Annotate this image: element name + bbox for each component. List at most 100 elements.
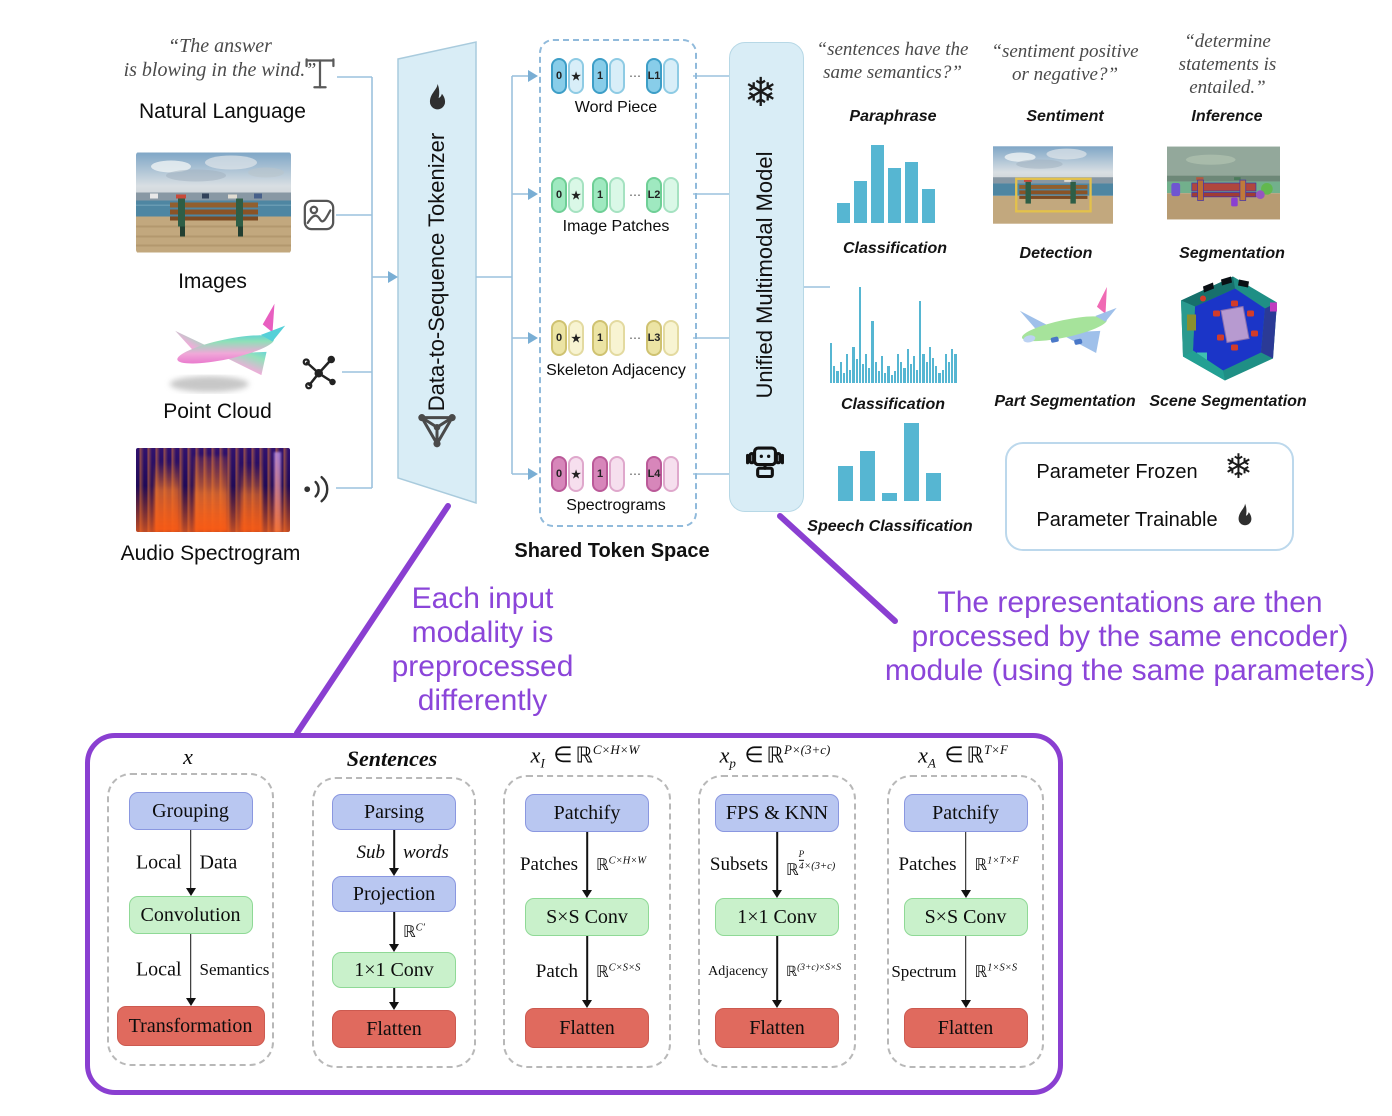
spectrogram-streak-2 bbox=[194, 456, 228, 532]
step-convolution: Convolution bbox=[128, 896, 253, 934]
scene-segmentation-image bbox=[1173, 272, 1283, 385]
audio-icon bbox=[300, 472, 336, 504]
paraphrase-chart bbox=[837, 145, 935, 223]
connector-subwords: Sub words bbox=[314, 830, 474, 876]
annotation-left: Each input modality is preprocessed diff… bbox=[391, 582, 574, 717]
spectrogram-streak-3 bbox=[240, 464, 262, 532]
sentiment-quote: “sentiment positive or negative?” bbox=[991, 41, 1139, 85]
task-inference: Inference bbox=[1191, 108, 1263, 125]
natural-language-quote: “The answer is blowing in the wind.” bbox=[123, 35, 317, 81]
legend-trainable-label: Parameter Trainable bbox=[1036, 509, 1218, 531]
label-audio-spectrogram: Audio Spectrogram bbox=[120, 542, 301, 565]
step-patchify-audio: Patchify bbox=[903, 794, 1028, 832]
task-sentiment: Sentiment bbox=[1026, 108, 1104, 125]
connector-spectrum: Spectrum ℝ1×S×S bbox=[889, 936, 1042, 1008]
annotation-right: The representations are then processed b… bbox=[884, 586, 1376, 687]
detection-image bbox=[993, 143, 1113, 227]
task-segmentation: Segmentation bbox=[1179, 245, 1285, 262]
step-sxs-conv-audio: S×S Conv bbox=[903, 898, 1028, 936]
point-cloud-image bbox=[148, 294, 306, 400]
token-row-image-patches: 0★1⋯L2 bbox=[551, 177, 679, 213]
step-sxs-conv-image: S×S Conv bbox=[525, 898, 649, 936]
step-patchify-image: Patchify bbox=[525, 794, 649, 832]
speech-chart bbox=[838, 423, 941, 501]
step-flatten-pc: Flatten bbox=[715, 1008, 839, 1048]
segmentation-image bbox=[1167, 143, 1280, 223]
task-speech-classification: Speech Classification bbox=[807, 518, 973, 535]
flame-icon bbox=[421, 80, 454, 118]
connector-local-data: Local Data bbox=[109, 830, 272, 896]
point-cloud-icon bbox=[300, 352, 340, 392]
token-label-word-piece: Word Piece bbox=[574, 99, 658, 116]
text-cursor-icon bbox=[303, 56, 337, 94]
pipeline-col-audio: Patchify Patches ℝ1×T×F S×S Conv Spectru… bbox=[887, 775, 1044, 1068]
tokenizer-label: Data-to-Sequence Tokenizer bbox=[424, 132, 449, 412]
audio-spectrogram-image bbox=[136, 448, 290, 532]
inference-quote: “determine statements is entailed.” bbox=[1178, 31, 1277, 98]
step-transformation: Transformation bbox=[116, 1006, 265, 1046]
token-row-skeleton-adjacency: 0★1⋯L3 bbox=[551, 320, 679, 356]
task-part-segmentation: Part Segmentation bbox=[994, 393, 1136, 410]
pipeline-col-images: Patchify Patches ℝC×H×W S×S Conv Patch ℝ… bbox=[503, 775, 671, 1068]
paraphrase-quote: “sentences have the same semantics?” bbox=[816, 39, 969, 83]
tokenizer-shape bbox=[397, 41, 477, 505]
preprocessing-panel bbox=[85, 733, 1063, 1095]
token-label-skeleton-adjacency: Skeleton Adjacency bbox=[546, 362, 686, 379]
task-scene-segmentation: Scene Segmentation bbox=[1149, 393, 1307, 410]
pipeline-title-sentences: Sentences bbox=[346, 746, 438, 771]
step-flatten-image: Flatten bbox=[525, 1008, 649, 1048]
part-segmentation-image bbox=[998, 273, 1128, 385]
classification-chart bbox=[830, 287, 957, 383]
label-natural-language: Natural Language bbox=[139, 100, 306, 123]
connector-patches-audio: Patches ℝ1×T×F bbox=[889, 832, 1042, 898]
purple-line-left bbox=[294, 503, 451, 736]
pipeline-title-audio: xA ∈ℝT×F bbox=[918, 742, 1008, 771]
flame-icon-legend bbox=[1231, 500, 1259, 533]
purple-line-right bbox=[777, 513, 898, 624]
legend-box: Parameter Frozen ❄ Parameter Trainable bbox=[1005, 442, 1294, 551]
connector-local-semantics: Local Semantics bbox=[109, 934, 272, 1006]
pipeline-col-generic: Grouping Local Data Convolution Local Se… bbox=[107, 773, 274, 1066]
task-classification-2: Classification bbox=[840, 396, 946, 413]
task-detection: Detection bbox=[1019, 245, 1093, 262]
robot-icon bbox=[743, 438, 787, 482]
token-label-image-patches: Image Patches bbox=[562, 218, 670, 235]
label-point-cloud: Point Cloud bbox=[163, 400, 272, 423]
token-row-spectrograms: 0★1⋯L4 bbox=[551, 456, 679, 492]
spectrogram-streak-4 bbox=[274, 452, 281, 532]
spectrogram-streak-1 bbox=[154, 462, 180, 532]
connector-patches-image: Patches ℝC×H×W bbox=[505, 832, 669, 898]
unified-model-label: Unified Multimodal Model bbox=[752, 151, 777, 399]
token-label-spectrograms: Spectrograms bbox=[566, 497, 666, 514]
step-flatten-audio: Flatten bbox=[903, 1008, 1028, 1048]
pipeline-title-image: xI ∈ℝC×H×W bbox=[530, 742, 640, 771]
pipeline-col-sentences: Parsing Sub words Projection ℝC′ 1×1 Con… bbox=[312, 777, 476, 1068]
step-flatten-text: Flatten bbox=[332, 1010, 456, 1048]
step-projection: Projection bbox=[332, 876, 456, 912]
shared-token-space-title: Shared Token Space bbox=[514, 540, 710, 562]
step-grouping: Grouping bbox=[128, 792, 253, 830]
task-paraphrase: Paraphrase bbox=[849, 108, 937, 125]
task-classification-1: Classification bbox=[842, 240, 948, 257]
pipeline-title-pointcloud: xp ∈ℝP×(3+c) bbox=[719, 742, 831, 771]
step-1x1-conv-pc: 1×1 Conv bbox=[715, 898, 839, 936]
step-parsing: Parsing bbox=[332, 794, 456, 830]
snowflake-icon-legend: ❄ bbox=[1224, 447, 1253, 487]
connector-adjacency: Adjacency ℝ(3+c)×S×S bbox=[700, 936, 854, 1008]
step-fps-knn: FPS & KNN bbox=[715, 794, 839, 832]
step-1x1-conv-text: 1×1 Conv bbox=[332, 952, 456, 988]
connector-plain bbox=[314, 988, 474, 1010]
snowflake-icon-model: ❄ bbox=[744, 70, 778, 116]
mesh-icon bbox=[415, 410, 459, 450]
token-row-word-piece: 0★1⋯L1 bbox=[551, 58, 679, 94]
label-images: Images bbox=[178, 270, 247, 293]
pipeline-title-x: x bbox=[183, 744, 193, 769]
unified-model-box bbox=[729, 42, 804, 512]
shared-token-space-box bbox=[539, 39, 697, 527]
connector-rc: ℝC′ bbox=[314, 912, 474, 952]
legend-frozen-label: Parameter Frozen bbox=[1036, 461, 1198, 483]
